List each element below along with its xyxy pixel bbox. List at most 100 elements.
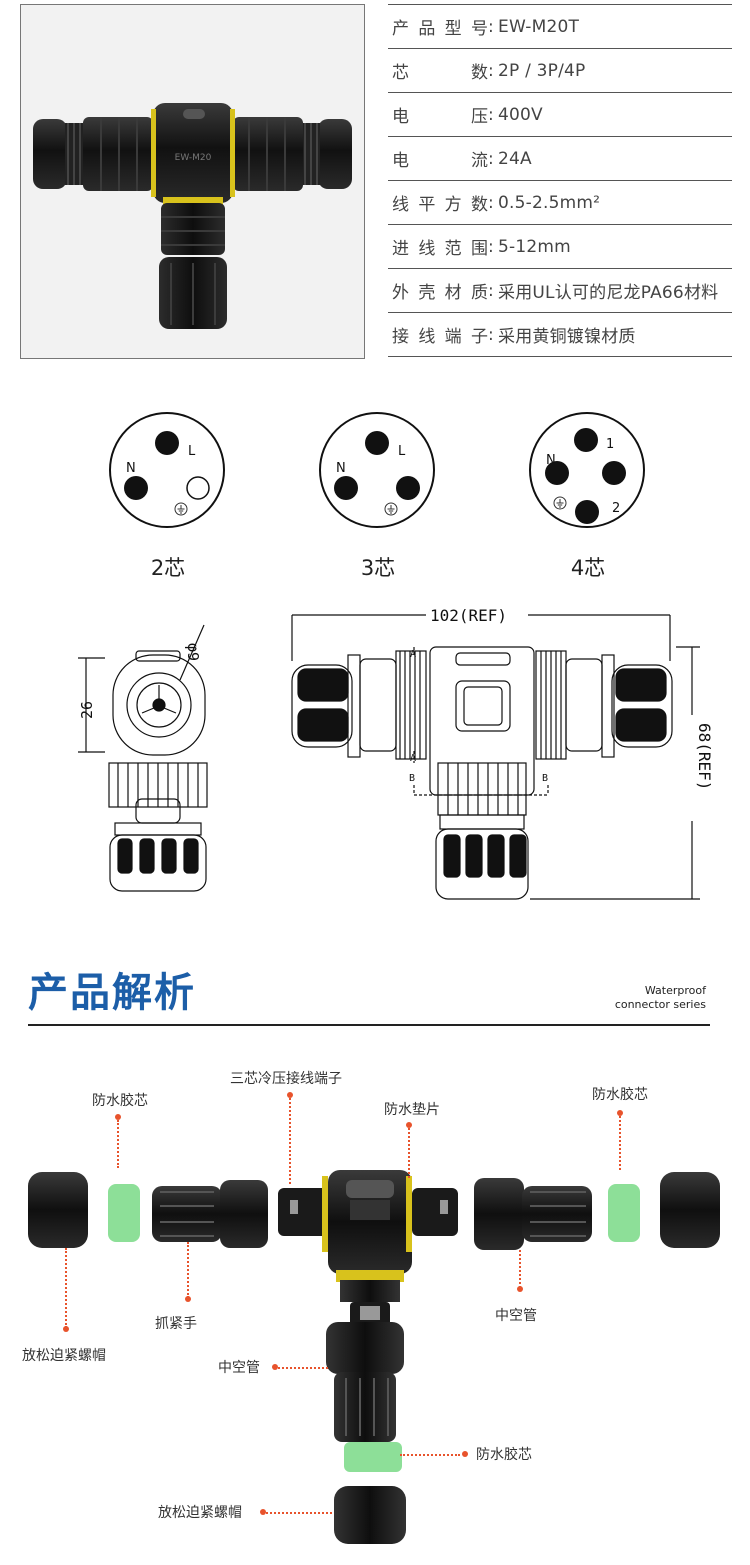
spec-colon: :: [488, 16, 494, 37]
leader-dot: [272, 1364, 278, 1370]
left-nut: [28, 1172, 88, 1248]
subtitle-line-1: Waterproof: [644, 984, 706, 997]
label-right-tube: 中空管: [495, 1308, 537, 1324]
spec-label: 产品型号: [392, 19, 488, 39]
spec-value: 5-12mm: [498, 236, 571, 257]
product-photo: EW-M20: [20, 4, 365, 359]
analysis-divider: [28, 1024, 710, 1026]
spec-value: 采用黄铜镀镍材质: [498, 327, 636, 347]
side-height-dimension: 26: [78, 701, 96, 719]
spec-colon: :: [488, 60, 494, 81]
pin-2-label: 2: [612, 501, 620, 516]
spec-row-model: 产品型号: EW-M20T: [388, 4, 732, 49]
spec-label: 进线范围: [392, 239, 488, 259]
width-dimension: 102(REF): [430, 606, 507, 625]
pinout-2core-label: 2芯: [150, 556, 186, 580]
photo-marking: EW-M20: [175, 153, 212, 163]
right-seal: [608, 1184, 640, 1242]
leader-line: [519, 1250, 521, 1288]
label-terminal: 三芯冷压接线端子: [230, 1071, 342, 1087]
spec-label: 电压: [392, 107, 488, 127]
section-b-right: B: [542, 773, 548, 784]
pinout-4core: 1 N 2: [529, 412, 645, 528]
section-a-top: A: [410, 649, 416, 660]
pinout-4core-label: 4芯: [570, 556, 606, 580]
left-grip: [152, 1180, 268, 1248]
leader-line: [278, 1367, 328, 1369]
label-bottom-seal: 防水胶芯: [476, 1447, 532, 1463]
pinout-diagrams: L N L N 1 N 2: [109, 412, 645, 528]
leader-line: [65, 1248, 67, 1328]
spec-colon: :: [488, 280, 494, 301]
pin-l-label: L: [188, 444, 196, 459]
height-dimension: 68(REF): [695, 723, 714, 790]
spec-row-terminal: 接线端子: 采用黄铜镀镍材质: [388, 313, 732, 357]
section-b-left: B: [409, 773, 415, 784]
spec-colon: :: [488, 148, 494, 169]
subtitle-line-2: connector series: [614, 998, 706, 1011]
spec-row-cores: 芯数: 2P / 3P/4P: [388, 49, 732, 93]
exploded-view: [28, 1170, 720, 1544]
label-bottom-tube: 中空管: [218, 1360, 260, 1376]
bottom-seal: [344, 1442, 402, 1472]
leader-line: [187, 1242, 189, 1298]
leader-dot: [115, 1114, 121, 1120]
spec-label: 芯数: [392, 63, 488, 83]
spec-colon: :: [488, 236, 494, 257]
left-seal: [108, 1184, 140, 1242]
leader-dot: [406, 1122, 412, 1128]
analysis-subtitle: Waterproof connector series: [615, 984, 706, 1012]
spec-colon: :: [488, 324, 494, 345]
pinout-2core: L N: [109, 412, 225, 528]
spec-value: 采用UL认可的尼龙PA66材料: [498, 283, 719, 303]
center-body: [278, 1170, 458, 1330]
spec-label: 电流: [392, 151, 488, 171]
ground-icon: [553, 496, 567, 510]
spec-value: 2P / 3P/4P: [498, 60, 586, 81]
label-left-nut: 放松迫紧螺帽: [22, 1348, 106, 1364]
leader-line: [117, 1120, 119, 1168]
leader-dot: [617, 1110, 623, 1116]
pinout-3core-label: 3芯: [360, 556, 396, 580]
bottom-nut: [334, 1486, 406, 1544]
spec-table: 产品型号: EW-M20T 芯数: 2P / 3P/4P 电压: 400V 电流…: [388, 4, 732, 357]
spec-label: 接线端子: [392, 327, 488, 347]
leader-line: [408, 1128, 410, 1178]
pin-l-label: L: [398, 444, 406, 459]
side-view: [78, 624, 208, 892]
spec-value: EW-M20T: [498, 16, 580, 37]
right-tube: [474, 1178, 592, 1250]
pin-n-label: N: [546, 453, 556, 468]
pinout-3core: L N: [319, 412, 435, 528]
analysis-title: 产品解析: [28, 970, 196, 1016]
leader-dot: [287, 1092, 293, 1098]
spec-value: 24A: [498, 148, 532, 169]
leader-dot: [462, 1451, 468, 1457]
leader-dot: [185, 1296, 191, 1302]
leader-dot: [63, 1326, 69, 1332]
label-bottom-nut: 放松迫紧螺帽: [158, 1505, 242, 1521]
label-left-seal: 防水胶芯: [92, 1093, 148, 1109]
pin-n-label: N: [336, 461, 346, 476]
leader-line: [400, 1454, 460, 1456]
spec-row-current: 电流: 24A: [388, 137, 732, 181]
label-grip: 抓紧手: [155, 1316, 197, 1332]
t-connector-photo: EW-M20: [33, 103, 352, 329]
leader-line: [289, 1098, 291, 1184]
ground-icon: [384, 502, 398, 516]
leader-line: [266, 1512, 332, 1514]
spec-label: 外壳材质: [392, 283, 488, 303]
spec-colon: :: [488, 104, 494, 125]
pin-1-label: 1: [606, 437, 614, 452]
bottom-tube: [326, 1322, 404, 1442]
right-nut: [660, 1172, 720, 1248]
spec-colon: :: [488, 192, 494, 213]
spec-row-housing: 外壳材质: 采用UL认可的尼龙PA66材料: [388, 269, 732, 313]
spec-value: 0.5-2.5mm²: [498, 192, 601, 213]
spec-label: 线平方数: [392, 195, 488, 215]
label-gasket: 防水垫片: [384, 1102, 440, 1118]
diameter-dimension: φ9: [184, 643, 202, 661]
technical-drawing: 102(REF) 68(REF) 26 φ9 A A B B: [78, 606, 714, 900]
label-right-seal: 防水胶芯: [592, 1087, 648, 1103]
spec-value: 400V: [498, 104, 543, 125]
